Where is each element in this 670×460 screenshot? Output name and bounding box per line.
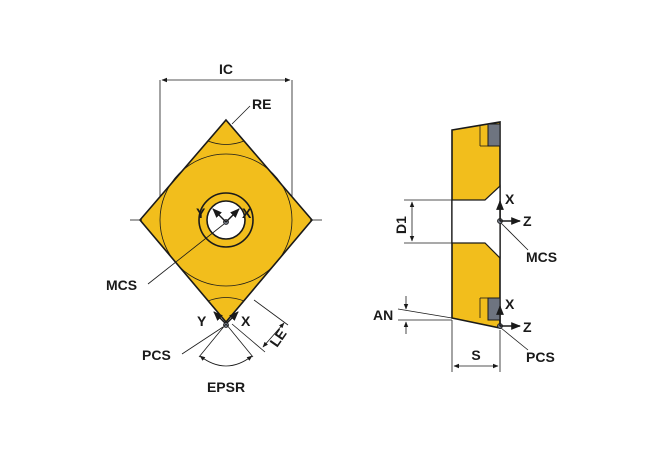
pcs-leader-side [500, 327, 529, 351]
x-label-mcs: X [505, 191, 515, 207]
x-axis-arrow-center [225, 208, 240, 223]
mcs-label-front: MCS [106, 277, 137, 293]
ic-label: IC [219, 61, 233, 77]
z-label-mcs: Z [523, 213, 532, 229]
s-label: S [471, 347, 480, 363]
y-axis-arrow-center [212, 208, 227, 223]
pcs-label-side: PCS [526, 349, 555, 365]
pcs-leader-front [181, 326, 224, 355]
mcs-leader-front [147, 223, 225, 285]
re-label: RE [252, 96, 271, 112]
y-label-bottom: Y [197, 313, 207, 329]
re-leader [231, 105, 251, 125]
inscribed-circle [159, 153, 293, 287]
epsr-leg-left [198, 323, 227, 358]
x-label-pcs: X [505, 296, 515, 312]
mcs-leader-side [500, 222, 529, 251]
pcs-point-front [223, 322, 229, 328]
epsr-arc [199, 355, 253, 367]
y-label-center: Y [196, 205, 206, 221]
x-axis-arrow-bottom [225, 311, 239, 325]
mcs-label-side: MCS [526, 249, 557, 265]
an-slope-line [397, 308, 453, 319]
top-edge-insert [487, 123, 501, 147]
le-label: LE [266, 326, 289, 350]
side-view: D1 X Z MCS AN X Z PCS S [373, 121, 557, 372]
epsr-label: EPSR [207, 379, 245, 395]
d1-label: D1 [393, 216, 409, 234]
x-label-center: X [242, 205, 252, 221]
le-extension-bottom [231, 323, 266, 353]
bottom-corner-insert [207, 297, 245, 323]
x-label-bottom: X [241, 313, 251, 329]
bottom-edge-insert [487, 297, 501, 321]
pcs-label-front: PCS [142, 347, 171, 363]
epsr-leg-right [225, 323, 254, 358]
z-label-pcs: Z [523, 319, 532, 335]
top-corner-insert [207, 119, 245, 145]
le-dimension-line [262, 322, 285, 348]
y-axis-arrow-bottom [213, 311, 227, 325]
le-extension-top [253, 299, 289, 326]
front-view: IC Y X RE MCS Y X EP [106, 61, 322, 395]
an-label: AN [373, 307, 393, 323]
